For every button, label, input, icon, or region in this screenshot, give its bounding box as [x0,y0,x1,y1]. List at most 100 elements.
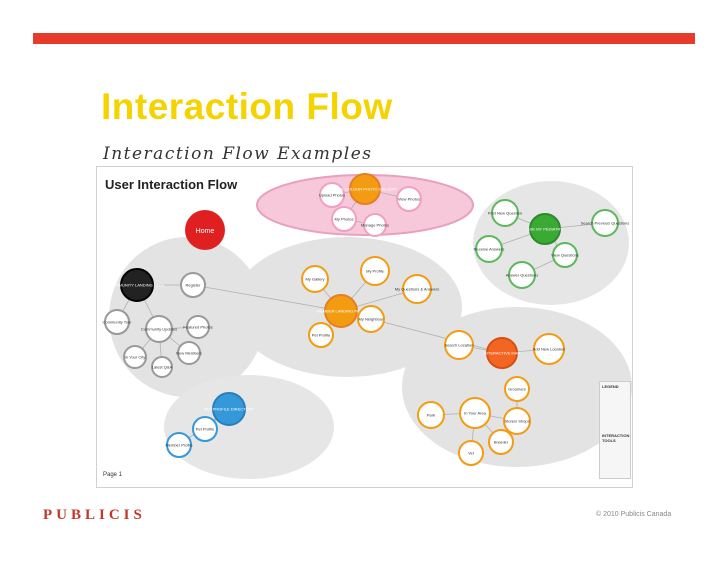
flow-node-label: Pet Profile [196,427,215,432]
flow-node: ASK MY PEDIATRY [527,213,563,245]
flow-node: In Your Area [459,397,491,429]
flow-node-circle [186,315,210,339]
flow-node-label: Upload Photos [319,193,345,198]
flow-node-label: New Members [176,351,202,356]
flow-node: INTERACTIVE MAP [484,337,521,369]
flow-node-label: Answer Questions [506,273,538,278]
flow-node: My Profile [360,256,390,286]
flow-node: Pet Profile [308,322,334,348]
flow-node-circle [503,407,531,435]
flow-node: Add New Location [533,333,565,365]
flow-node-circle [402,274,432,304]
flow-node-label: Vet [468,451,475,456]
flow-node: Community Updates [141,315,177,343]
flow-node-circle [504,376,530,402]
flow-node-circle [396,186,422,212]
flow-node-label: View Photos [398,197,420,202]
flow-node-label: Park [427,413,435,418]
flow-node-circle [349,173,381,205]
flow-node: PET PROFILE DIRECTORY [204,392,255,426]
flow-node-circle [552,242,578,268]
flow-node-circle [458,440,484,466]
flow-node-circle [591,209,619,237]
flow-node-circle [177,341,201,365]
home-label: Home [196,228,215,235]
flow-node-circle [324,294,358,328]
flow-node-label: Breeder [494,440,509,445]
flow-node-circle [319,182,345,208]
flow-node-label: My Gallery [305,277,324,282]
flow-node-label: INTERACTIVE MAP [484,351,521,356]
top-accent-bar [33,33,695,44]
flow-node-circle [166,432,192,458]
flow-node: In Your City [123,345,147,369]
legend-box: LEGEND INTERACTION TOOLS [599,381,631,479]
flow-node: Groomers [504,376,530,402]
flow-node: Park [417,401,445,429]
flow-node-circle [475,235,503,263]
flow-node-circle [301,265,329,293]
flow-node-circle [180,272,206,298]
flow-node: Breeder [488,429,514,455]
copyright-text: © 2010 Publicis Canada [596,511,672,518]
flow-node-label: Community Updates [141,327,177,332]
flow-node-label: In Your City [125,355,145,360]
flow-node-label: Stores/ Shops [504,419,529,424]
flow-node-circle [533,333,565,365]
flow-node: Stores/ Shops [503,407,531,435]
flow-node: Receive Answers [474,235,505,263]
flow-node-label: My Photos [335,217,354,222]
flow-node-label: My Profile [366,269,385,274]
flow-node: Post New Question [488,199,522,227]
flow-node: Manage Photos [361,213,389,237]
flow-node-label: TRUE COLOUR PHOTO GALLERY [333,187,397,192]
flow-node-circle [357,305,385,333]
legend-tools-title: INTERACTION TOOLS [602,433,630,443]
flow-node-label: Receive Answers [474,247,505,252]
slide-title: Interaction Flow [101,86,393,127]
flow-node-label: Register [186,283,202,288]
flow-node-label: View Questions [551,253,579,258]
flow-node-label: Search Previous Questions [581,221,629,226]
flow-link [192,284,342,312]
flow-node-label: My Neighbour [359,317,385,322]
flow-node-label: MEMBER LANDING PAGE [317,309,366,314]
flow-node-label: ASK MY PEDIATRY [527,227,563,232]
flow-node-label: COMMUNITY LANDING PAGE [109,283,165,288]
flow-node-circle [444,330,474,360]
flow-node-circle [488,429,514,455]
flow-node-circle [123,345,147,369]
flow-node-circle [104,309,130,335]
flow-node: TRUE COLOUR PHOTO GALLERY [333,173,397,205]
flow-node-label: PET PROFILE DIRECTORY [204,407,255,412]
flow-node-label: Manage Photos [361,223,389,228]
flow-node: My Neighbour [357,305,385,333]
flow-node-circle [417,401,445,429]
flow-node: Pet Profile [192,416,218,442]
flow-node-circle [529,213,561,245]
diagram-title: User Interaction Flow [105,177,238,192]
flow-node-circle [508,261,536,289]
flow-node: My Gallery [301,265,329,293]
flow-node-circle [120,268,154,302]
flow-node-circle [486,337,518,369]
flow-node-circle [212,392,246,426]
home-node [185,210,225,250]
flow-node: Search Location [444,330,474,360]
flow-node: Search Previous Questions [581,209,629,237]
flow-node: Vet [458,440,484,466]
flow-node-label: Latest Q&A [152,365,173,370]
flow-node: Upload Photos [319,182,345,208]
flow-node: My Questions & Answers [395,274,439,304]
flow-node-label: Search Location [445,343,474,348]
flow-node-label: In Your Area [464,411,487,416]
flow-node-label: Featured Photos [183,325,213,330]
flow-node-circle [145,315,173,343]
flow-node: Answer Questions [506,261,538,289]
flow-node: Featured Photos [183,315,213,339]
flow-node-label: My Questions & Answers [395,287,439,292]
flow-node: My Photos [331,206,357,232]
flow-node-circle [491,199,519,227]
